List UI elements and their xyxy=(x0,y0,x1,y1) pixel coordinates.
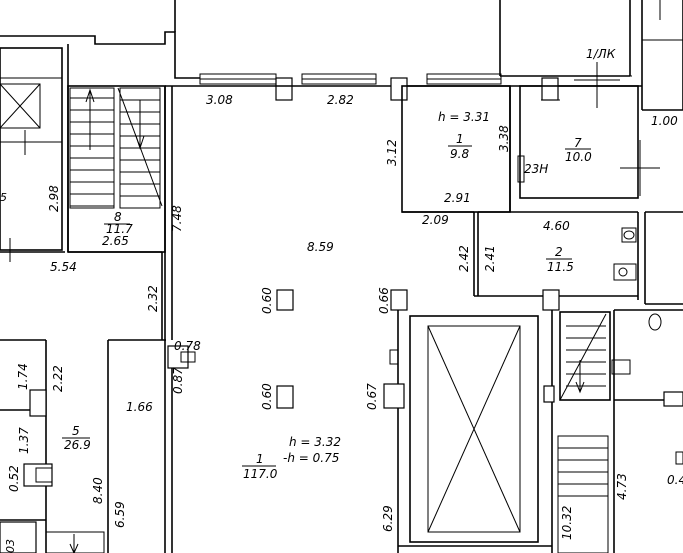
bottom-left-stair xyxy=(0,521,105,553)
room-2-number: 2 xyxy=(555,245,563,259)
dim-2-91: 2.91 xyxy=(444,191,471,205)
dim-8-59: 8.59 xyxy=(307,240,334,254)
dim-3-38: 3.38 xyxy=(497,125,511,152)
dim-2-32: 2.32 xyxy=(146,285,160,312)
dim-2-41: 2.41 xyxy=(483,245,497,272)
dim-1-00: 1.00 xyxy=(651,114,678,128)
dim-6-29: 6.29 xyxy=(381,505,395,532)
room-5-area: 26.9 xyxy=(64,438,91,452)
dim-0-87: 0.87 xyxy=(171,367,185,394)
dim-2-65: 2.65 xyxy=(102,234,129,248)
dim-0-52: 0.52 xyxy=(7,465,21,492)
elevator-shaft xyxy=(383,289,560,553)
dim-0-60-a: 0.60 xyxy=(260,287,274,314)
dimension-labels: 3.08 2.82 h = 3.31 1 9.8 3.38 3.12 2.91 … xyxy=(0,47,683,553)
dim-03: 03 xyxy=(4,539,17,553)
dim-2-98: 2.98 xyxy=(47,185,61,212)
dim-0-67: 0.67 xyxy=(365,383,379,410)
dim-2-09: 2.09 xyxy=(422,213,449,227)
dim-4-73: 4.73 xyxy=(615,473,629,500)
dim-1-66: 1.66 xyxy=(126,400,153,414)
dim-8-40: 8.40 xyxy=(91,477,105,504)
room-1-area-a: 9.8 xyxy=(450,147,469,161)
main-hall xyxy=(164,86,294,553)
dim-2-22: 2.22 xyxy=(51,365,65,392)
left-block xyxy=(0,44,166,553)
room-1-number-a: 1 xyxy=(456,132,464,146)
dim-10-32: 10.32 xyxy=(560,506,574,540)
dim-5-54: 5.54 xyxy=(50,260,77,274)
dim-3-08: 3.08 xyxy=(206,93,233,107)
dim-0-60-b: 0.60 xyxy=(260,383,274,410)
dim-1lk: 1/ЛК xyxy=(586,47,616,61)
window-row xyxy=(165,73,642,101)
room-2-area: 11.5 xyxy=(547,260,574,274)
dim-2-42: 2.42 xyxy=(457,245,471,272)
staircase-right xyxy=(557,309,683,553)
room-1-area-b: 117.0 xyxy=(243,467,278,481)
room-7 xyxy=(519,62,683,199)
dim-1-37: 1.37 xyxy=(17,427,31,454)
dim-0-4: 0.4 xyxy=(667,473,683,487)
ceiling-height-a: h = 3.31 xyxy=(438,110,490,124)
dim-0-66: 0.66 xyxy=(377,287,391,314)
dim-3-12: 3.12 xyxy=(385,139,399,166)
dim-4-60: 4.60 xyxy=(543,219,570,233)
ceiling-height-b: h = 3.32 xyxy=(289,435,341,449)
room-7-number: 7 xyxy=(574,136,582,150)
room-8-number: 8 xyxy=(114,210,122,224)
room-5-number: 5 xyxy=(72,424,80,438)
dim-6-59: 6.59 xyxy=(113,501,127,528)
dim-2-82: 2.82 xyxy=(327,93,354,107)
dim-edge-5: 5 xyxy=(0,191,7,204)
room-7-area: 10.0 xyxy=(565,150,592,164)
floor-level-offset: -h = 0.75 xyxy=(283,451,339,465)
room-8-area: 11.7 xyxy=(106,222,133,236)
dim-7-48: 7.48 xyxy=(170,205,184,232)
room-1-number-b: 1 xyxy=(256,452,264,466)
dim-0-78: 0.78 xyxy=(174,339,201,353)
dim-23n: 23Н xyxy=(524,162,548,176)
dim-1-74: 1.74 xyxy=(16,363,30,390)
